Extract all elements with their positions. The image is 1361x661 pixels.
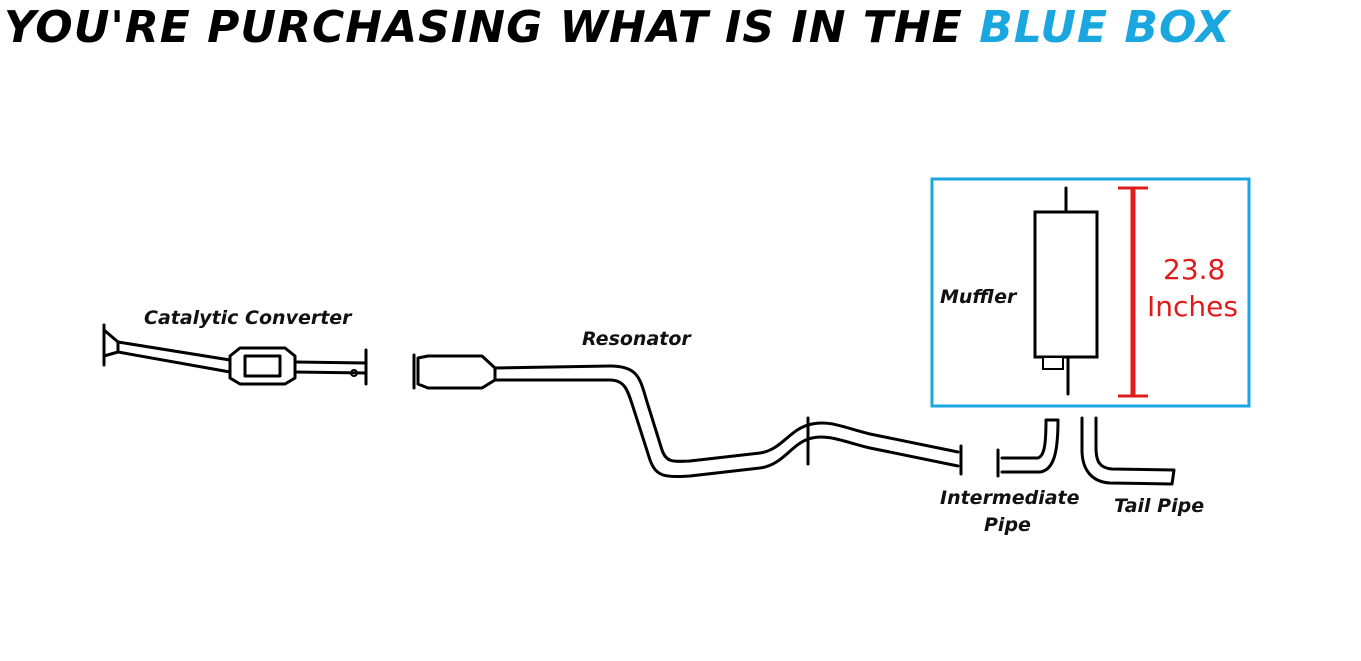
- catalytic-converter-part: [102, 323, 368, 386]
- label-muffler: Muffler: [940, 286, 1018, 308]
- intermediate-pipe-part: [996, 418, 1060, 478]
- label-intermediate-pipe-line1: Intermediate: [940, 487, 1080, 509]
- dimension-value: 23.8: [1163, 253, 1225, 286]
- blue-highlight-box: [930, 177, 1251, 408]
- label-resonator: Resonator: [582, 328, 692, 350]
- headline: YOU'RE PURCHASING WHAT IS IN THE BLUE BO…: [4, 0, 1360, 56]
- resonator-part: [412, 353, 963, 479]
- muffler-part: [1033, 186, 1099, 396]
- label-tail-pipe: Tail Pipe: [1114, 495, 1204, 517]
- label-catalytic-converter: Catalytic Converter: [144, 307, 353, 329]
- label-intermediate-pipe-line2: Pipe: [984, 514, 1031, 536]
- dimension-unit: Inches: [1147, 290, 1238, 323]
- tail-pipe-part: [1080, 416, 1176, 486]
- headline-highlight: BLUE BOX: [979, 2, 1231, 53]
- dimension-line: [1118, 186, 1148, 398]
- headline-text: YOU'RE PURCHASING WHAT IS IN THE: [4, 2, 963, 53]
